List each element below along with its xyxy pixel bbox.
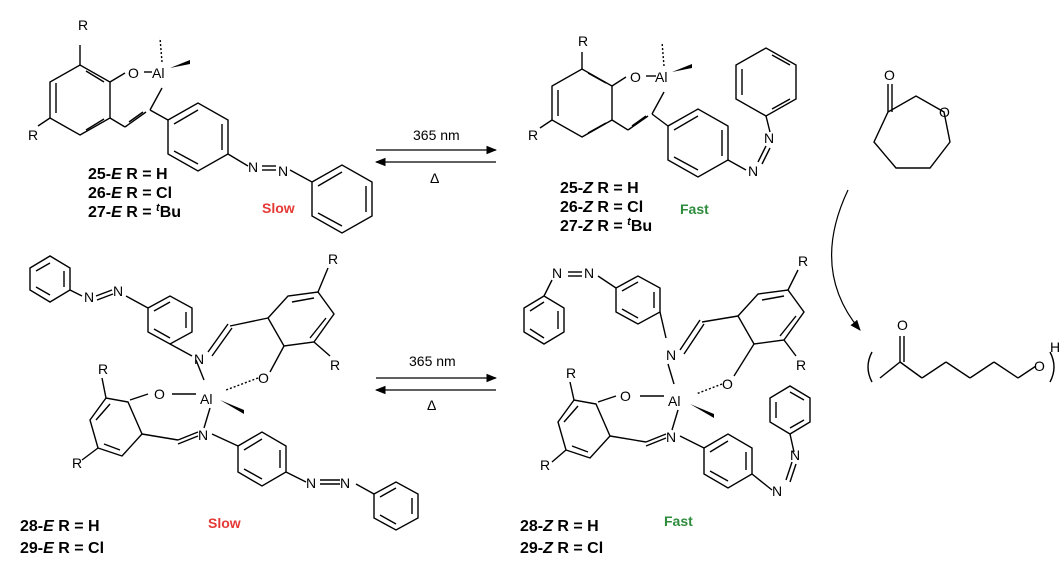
rate-slow-bottom: Slow <box>208 515 241 531</box>
nitrogen-label: N <box>790 447 800 463</box>
nitrogen-label: N <box>764 130 774 146</box>
r-label: R <box>72 455 82 471</box>
nitrogen-label: N <box>748 163 758 179</box>
label-29-E: 29-E R = Cl <box>20 540 104 557</box>
r-label: R <box>796 357 806 373</box>
polymerization-arrow <box>831 189 861 331</box>
caprolactone-monomer <box>873 84 951 169</box>
r-label: R <box>540 457 550 473</box>
nitrogen-label: N <box>340 475 350 491</box>
nitrogen-label: N <box>772 483 782 499</box>
nitrogen-label: N <box>278 163 288 179</box>
label-28-E: 28-E R = H <box>20 518 100 535</box>
aluminum-label: Al <box>200 391 212 407</box>
label-25-E: 25-E R = H <box>88 166 168 183</box>
oxygen-label: O <box>154 386 165 402</box>
oxygen-label: O <box>630 69 641 85</box>
structure-28-29-Z <box>523 269 811 491</box>
label-26-Z: 26-Z R = Cl <box>560 199 643 216</box>
nitrogen-label: N <box>306 475 316 491</box>
r-label: R <box>566 365 576 381</box>
hydrogen-label: H <box>1050 339 1060 355</box>
structure-28-29-E <box>29 255 419 531</box>
nitrogen-label: N <box>584 265 594 281</box>
label-25-Z: 25-Z R = H <box>560 180 639 197</box>
rate-fast-top: Fast <box>680 201 709 217</box>
imine-nitrogen-label: N <box>666 429 676 445</box>
equilibrium-arrows-top <box>374 145 498 167</box>
carbonyl-oxygen-label: O <box>884 67 895 83</box>
imine-nitrogen-label: N <box>194 351 204 367</box>
nitrogen-label: N <box>113 283 123 299</box>
r-label: R <box>78 17 88 33</box>
rate-slow-top: Slow <box>262 200 295 216</box>
nitrogen-label: N <box>248 159 258 175</box>
r-label: R <box>330 357 340 373</box>
oxygen-label: O <box>722 376 733 392</box>
oxygen-label: O <box>128 65 139 81</box>
structure-25-27-E <box>37 37 373 234</box>
imine-nitrogen-label: N <box>198 427 208 443</box>
r-label: R <box>798 253 808 269</box>
polymer-carbonyl-oxygen-label: O <box>897 317 908 333</box>
r-label: R <box>328 251 338 267</box>
polymer-oxygen-label: O <box>1034 358 1045 374</box>
nitrogen-label: N <box>84 289 94 305</box>
nitrogen-label: N <box>552 265 562 281</box>
oxygen-label: O <box>620 388 631 404</box>
r-label: R <box>98 361 108 377</box>
label-28-Z: 28-Z R = H <box>520 518 599 535</box>
condition-365nm-bottom: 365 nm <box>409 353 456 369</box>
equilibrium-arrows-bottom <box>374 373 498 395</box>
condition-365nm-top: 365 nm <box>413 127 460 143</box>
r-label: R <box>28 127 38 143</box>
imine-nitrogen-label: N <box>666 347 676 363</box>
r-label: R <box>578 33 588 49</box>
structure-25-27-Z <box>539 41 797 178</box>
condition-heat-bottom: Δ <box>427 397 436 413</box>
label-26-E: 26-E R = Cl <box>88 185 172 202</box>
ring-oxygen-label: O <box>939 104 950 120</box>
label-29-Z: 29-Z R = Cl <box>520 540 603 557</box>
oxygen-label: O <box>258 370 269 386</box>
aluminum-label: Al <box>655 69 667 85</box>
aluminum-label: Al <box>668 393 680 409</box>
r-label: R <box>528 127 538 143</box>
aluminum-label: Al <box>152 65 164 81</box>
label-27-Z: 27-Z R = tBu <box>560 216 652 235</box>
condition-heat-top: Δ <box>430 170 439 186</box>
rate-fast-bottom: Fast <box>664 513 693 529</box>
label-27-E: 27-E R = tBu <box>88 202 181 221</box>
polycaprolactone <box>867 336 1055 383</box>
